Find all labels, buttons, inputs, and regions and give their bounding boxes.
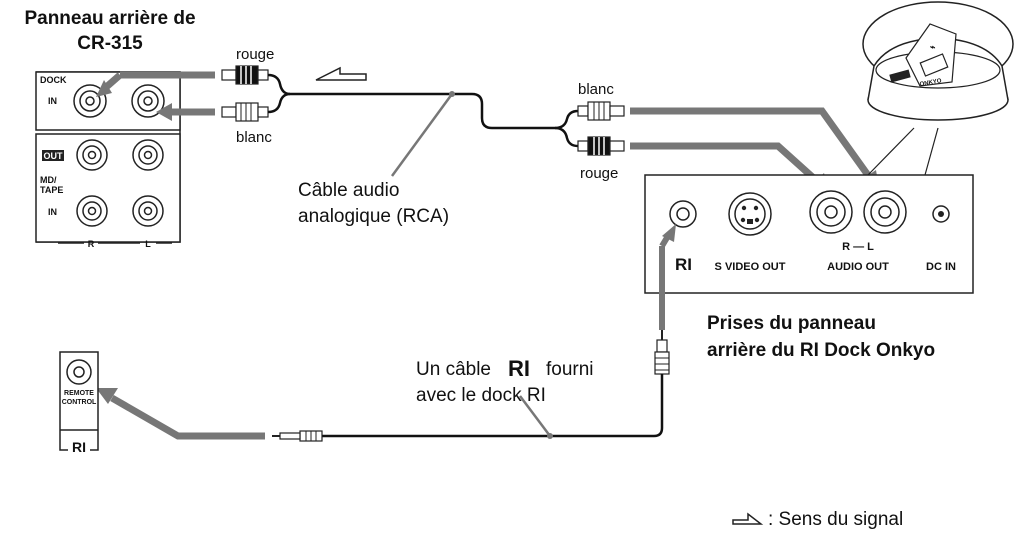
mdtape-label-line1: MD/	[40, 175, 57, 185]
legend: : Sens du signal	[732, 509, 903, 530]
dock-device-icon: ⌁	[930, 42, 936, 52]
signal-direction-arrow	[315, 66, 367, 81]
rca-plug-rouge-right	[577, 136, 625, 156]
ri-cable-label-line2: avec le dock RI	[416, 385, 546, 406]
dock-jack-r[interactable]	[73, 84, 107, 118]
dock-rl-label: R — L	[842, 241, 874, 253]
dock-label: DOCK	[40, 75, 67, 85]
remote-ri-label: RI	[72, 439, 86, 455]
dock-dc-in-jack[interactable]	[932, 205, 950, 223]
dock-svideo-jack[interactable]	[728, 192, 772, 236]
rca-plug-rouge-left	[221, 65, 269, 85]
mdtape-out-jack-l[interactable]	[132, 139, 164, 171]
mdtape-out-jack-r[interactable]	[76, 139, 108, 171]
remote-control-jack[interactable]	[66, 359, 92, 385]
remote-label-line2: CONTROL	[62, 399, 97, 406]
out-label: OUT	[44, 151, 64, 161]
mdtape-in-jack-r[interactable]	[76, 195, 108, 227]
dock-audio-out-label: AUDIO OUT	[827, 261, 889, 273]
dock-caption-line1: Prises du panneau	[707, 313, 876, 334]
dock-rear-panel: R — L RI S VIDEO OUT AUDIO OUT DC IN	[644, 174, 974, 294]
cable-label-blanc-left: blanc	[236, 129, 272, 146]
ri-dock-device-illustration: ONKYO ⌁	[862, 1, 1014, 176]
dock-svideo-label: S VIDEO OUT	[715, 261, 786, 273]
dock-in-label: IN	[48, 96, 57, 106]
dock-audio-out-r-jack[interactable]	[809, 190, 853, 234]
out-badge	[42, 150, 64, 161]
mdtape-in-jack-l[interactable]	[132, 195, 164, 227]
receiver-panel: Panneau arrière de CR-315 DOCK IN OUT	[24, 8, 195, 249]
dock-dcin-label: DC IN	[926, 261, 956, 273]
mdtape-in-label: IN	[48, 207, 57, 217]
audio-cable-label-line1: Câble audio	[298, 180, 399, 201]
remote-label-line1: REMOTE	[64, 390, 94, 397]
rca-plug-blanc-right	[577, 101, 625, 121]
cable-label-rouge-left: rouge	[236, 46, 274, 63]
dock-audio-out-l-jack[interactable]	[863, 190, 907, 234]
left-signal-arrows	[96, 71, 215, 121]
legend-signal-arrow	[732, 512, 764, 525]
ri-cable-label-suffix: fourni	[546, 359, 594, 380]
receiver-l-label: L	[145, 239, 151, 249]
mdtape-label-line2: TAPE	[40, 185, 63, 195]
legend-text: : Sens du signal	[768, 509, 903, 530]
dock-ri-jack[interactable]	[669, 200, 697, 228]
dock-jack-l[interactable]	[131, 84, 165, 118]
ri-cable-label-prefix: Un câble	[416, 359, 491, 380]
receiver-title-line1: Panneau arrière de	[24, 8, 195, 29]
dock-caption-line2: arrière du RI Dock Onkyo	[707, 340, 935, 361]
remote-control-panel: REMOTE CONTROL RI	[59, 351, 99, 455]
receiver-r-label: R	[88, 239, 95, 249]
rca-plug-blanc-left	[221, 102, 269, 122]
audio-cable-callout-line	[390, 93, 454, 177]
dock-ri-label: RI	[675, 255, 692, 274]
ri-cable	[96, 224, 676, 442]
audio-cable-label-line2: analogique (RCA)	[298, 206, 449, 227]
cable-label-rouge-right: rouge	[580, 165, 618, 182]
receiver-title-line2: CR-315	[77, 33, 143, 54]
cable-label-blanc-right: blanc	[578, 81, 614, 98]
ri-cable-label-ri: RI	[508, 356, 530, 381]
dock-logo-text: ONKYO	[919, 78, 942, 88]
